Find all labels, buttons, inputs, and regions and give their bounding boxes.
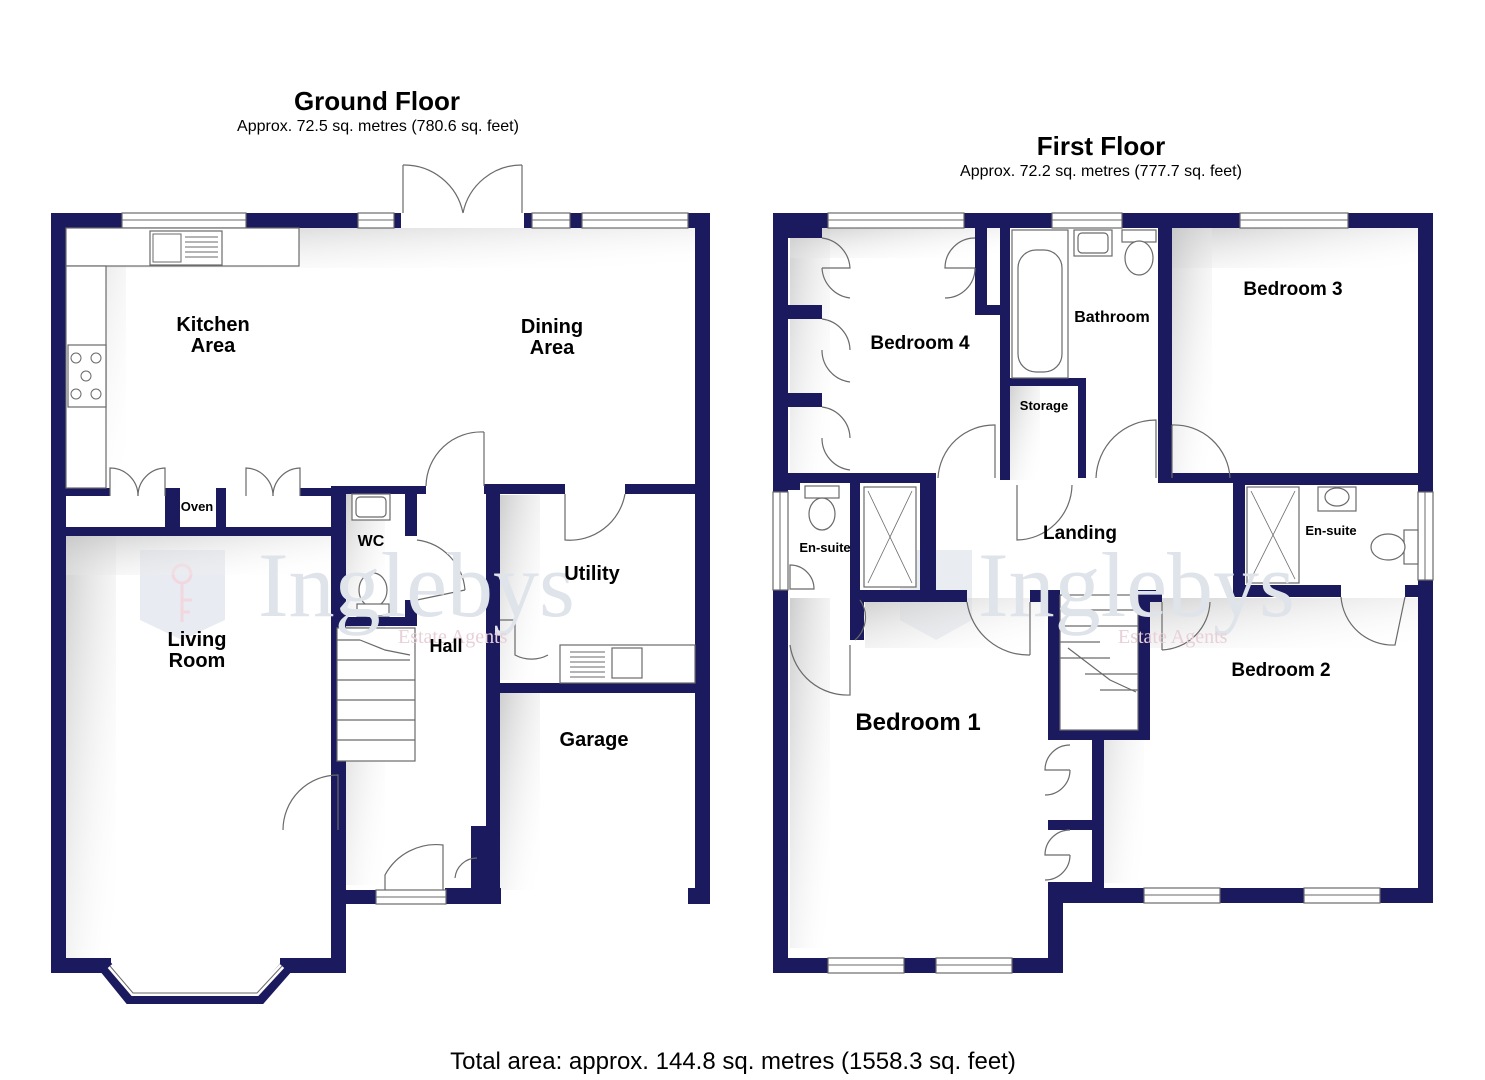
bathroom-fixtures [789, 229, 1419, 590]
wc-fixtures [351, 493, 391, 617]
room-label-ensuite-right: En-suite [1305, 523, 1357, 538]
total-area: Total area: approx. 144.8 sq. metres (15… [450, 1048, 1016, 1075]
room-label-utility: Utility [564, 563, 620, 585]
room-label-oven: Oven [180, 499, 214, 514]
room-label-living-line1: Living [167, 629, 227, 651]
room-label-landing: Landing [1043, 523, 1117, 544]
room-label-kitchen: Kitchen Area [143, 315, 283, 357]
room-label-bedroom2: Bedroom 2 [1231, 660, 1331, 681]
room-label-ensuite-left: En-suite [799, 540, 851, 555]
room-label-bedroom1: Bedroom 1 [855, 709, 981, 736]
room-label-kitchen-line2: Area [190, 335, 236, 357]
room-label-bathroom: Bathroom [1074, 309, 1150, 326]
room-label-storage: Storage [1019, 398, 1069, 413]
room-label-bedroom4: Bedroom 4 [870, 333, 970, 354]
shower-lines [867, 490, 1296, 584]
ground-stairs [336, 627, 416, 762]
room-label-wc: WC [357, 533, 385, 550]
first-floor-title: First Floor [1036, 131, 1166, 161]
first-doors [789, 237, 1406, 881]
room-label-dining-line2: Area [529, 337, 575, 359]
room-label-garage: Garage [559, 729, 629, 751]
first-stairs [1059, 594, 1139, 731]
room-label-bedroom3: Bedroom 3 [1243, 279, 1343, 300]
ground-floor-walls [51, 213, 710, 973]
room-label-kitchen-line1: Kitchen [176, 314, 250, 336]
room-label-living-line2: Room [168, 650, 226, 672]
room-label-hall: Hall [429, 636, 463, 656]
kitchen-cupboard-doors [109, 467, 301, 497]
ground-floor-title: Ground Floor [293, 86, 461, 116]
first-floor-shadows [790, 228, 1422, 948]
watermark-brand-first: Inglebys [978, 534, 1295, 636]
first-floor-area: Approx. 72.2 sq. metres (777.7 sq. feet) [960, 163, 1242, 180]
watermark-brand-ground: Inglebys [258, 534, 575, 636]
ground-floor-area: Approx. 72.5 sq. metres (780.6 sq. feet) [237, 118, 519, 135]
ground-floor-window-lines [122, 219, 688, 898]
bay-window-glass [107, 963, 285, 996]
room-label-living: Living Room [137, 630, 257, 672]
ground-doors [282, 431, 626, 890]
room-label-dining-line1: Dining [520, 316, 584, 338]
room-label-dining: Dining Area [482, 317, 622, 359]
watermark-tagline-first: Estate Agents [1118, 626, 1228, 648]
french-doors [402, 164, 523, 214]
kitchen-details [70, 233, 605, 678]
watermark-tagline-ground: Estate Agents [398, 626, 508, 648]
first-floor-window-lines [779, 219, 1426, 966]
bay-window [98, 960, 294, 1004]
